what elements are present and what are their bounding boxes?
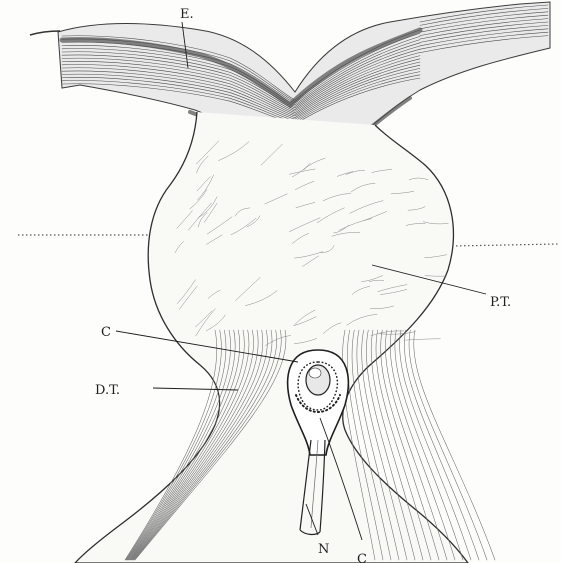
label-e: E. <box>180 7 194 22</box>
papilla-fiber-stroke <box>406 339 441 340</box>
label-n: N <box>318 542 329 557</box>
label-pt: P.T. <box>490 295 511 310</box>
corpuscle-core-highlight <box>309 368 321 378</box>
label-c-lower: C <box>357 552 367 563</box>
leader-stroke-left <box>30 31 60 35</box>
label-dt: D.T. <box>95 383 120 398</box>
label-c-upper: C <box>101 325 111 340</box>
section-line-right <box>452 244 558 246</box>
